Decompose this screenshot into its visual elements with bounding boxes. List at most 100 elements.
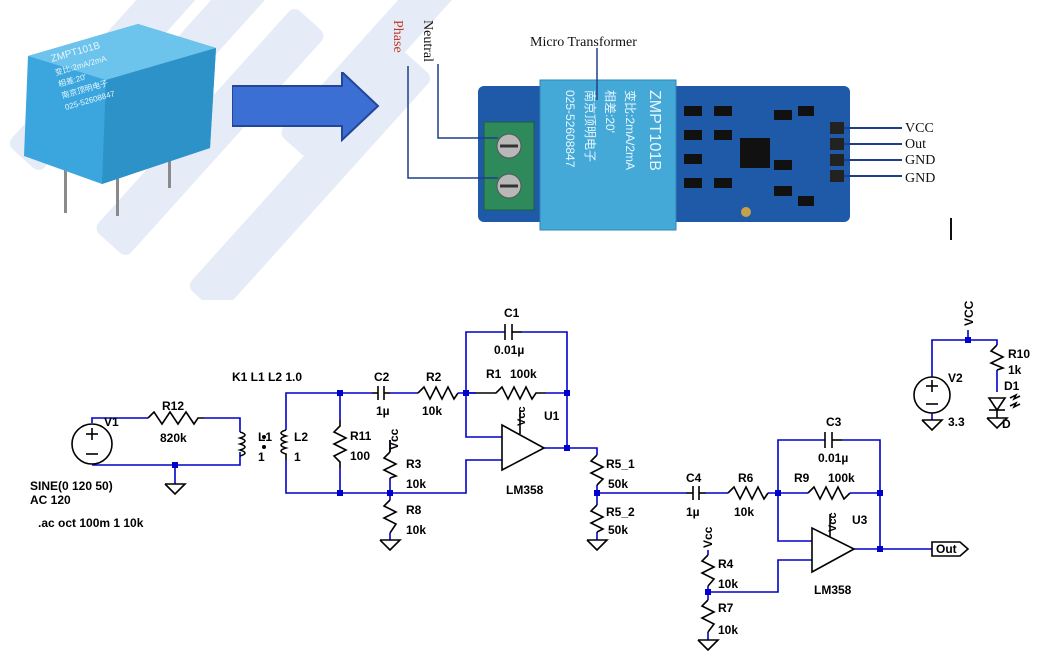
d1-label: D1 xyxy=(1004,379,1020,393)
c3-label: C3 xyxy=(826,415,842,429)
v1-spec-1: SINE(0 120 50) xyxy=(30,479,113,493)
d1-value: D xyxy=(1002,417,1011,431)
l1-inductor xyxy=(237,431,246,457)
pin-vcc: VCC xyxy=(905,121,934,136)
module-marking-1: ZMPT101B xyxy=(646,90,663,171)
label-phase: Phase xyxy=(390,20,405,53)
module-marking-5: 025-52608847 xyxy=(563,90,577,168)
r3-value: 10k xyxy=(406,477,426,491)
r9-resistor xyxy=(807,485,851,501)
u3-label: U3 xyxy=(852,513,868,527)
vcc-net: VCC xyxy=(962,300,976,326)
r10-value: 1k xyxy=(1008,363,1022,377)
r12-value: 820k xyxy=(160,431,187,445)
text-cursor xyxy=(950,218,952,240)
junctions xyxy=(172,337,971,595)
u1-opamp xyxy=(501,423,546,472)
l1-value: 1 xyxy=(258,450,265,464)
r7-value: 10k xyxy=(718,623,738,637)
v1-source xyxy=(71,423,113,465)
u3-supply: Vcc xyxy=(827,512,839,532)
l2-label: L2 xyxy=(294,430,308,444)
k-statement: K1 L1 L2 1.0 xyxy=(232,370,302,384)
r10-label: R10 xyxy=(1008,347,1030,361)
r8-label: R8 xyxy=(406,503,422,517)
r12-resistor xyxy=(147,410,204,426)
r5-2-resistor xyxy=(589,504,605,533)
l2-value: 1 xyxy=(294,450,301,464)
r5-2-value: 50k xyxy=(608,523,628,537)
r4-label: R4 xyxy=(718,557,734,571)
ground-icon xyxy=(586,539,609,552)
v1-label: V1 xyxy=(104,415,119,429)
ac-command: .ac oct 100m 1 10k xyxy=(38,516,144,530)
u1-supply: Vcc xyxy=(516,406,528,426)
r5-1-resistor xyxy=(589,454,605,486)
out-port xyxy=(931,541,970,557)
r3-vcc: Vcc xyxy=(387,428,401,450)
r5-2-label: R5_2 xyxy=(606,505,635,519)
c2-label: C2 xyxy=(374,370,390,384)
module-marking-4: 南京顶明电子 xyxy=(583,90,598,162)
ground-icon xyxy=(379,539,402,552)
out-label: Out xyxy=(936,542,957,556)
r6-label: R6 xyxy=(738,471,754,485)
r11-label: R11 xyxy=(350,429,372,443)
r7-resistor xyxy=(700,599,716,633)
transformer-photo: ZMPT101B 变比:2mA/2mA 相差:20' 南京顶明电子 025-52… xyxy=(24,24,216,216)
module-marking-3: 相差:20' xyxy=(603,90,617,133)
module-marking-2: 变比:2mA/2mA xyxy=(623,90,638,170)
r5-1-value: 50k xyxy=(608,477,628,491)
ground-icon xyxy=(697,639,720,652)
schematic: V1 SINE(0 120 50) AC 120 .ac oct 100m 1 … xyxy=(30,300,1030,652)
u3-opamp xyxy=(811,526,856,574)
pin-gnd-2: GND xyxy=(905,171,935,186)
label-neutral: Neutral xyxy=(420,20,435,62)
ground-icon xyxy=(164,483,187,496)
r7-label: R7 xyxy=(718,601,734,615)
r9-value: 100k xyxy=(828,471,855,485)
v2-source xyxy=(913,376,951,414)
r9-label: R9 xyxy=(794,471,810,485)
right-arrow-icon xyxy=(232,72,380,142)
r1-resistor xyxy=(476,385,546,401)
ground-icon xyxy=(986,417,1009,430)
r4-vcc: Vcc xyxy=(701,526,715,548)
d1-led xyxy=(987,397,1007,412)
v2-label: V2 xyxy=(948,371,963,385)
c2-value: 1µ xyxy=(376,404,390,418)
label-micro-transformer: Micro Transformer xyxy=(530,35,637,50)
r3-resistor xyxy=(382,451,399,479)
l2-inductor xyxy=(280,429,289,460)
r1-label: R1 xyxy=(486,367,502,381)
c4-label: C4 xyxy=(686,471,702,485)
v1-spec-2: AC 120 xyxy=(30,493,71,507)
wires xyxy=(91,330,998,640)
micro-transformer xyxy=(539,79,677,231)
zmpt101b-module: ZMPT101B 变比:2mA/2mA 相差:20' 南京顶明电子 025-52… xyxy=(390,20,935,231)
c4-value: 1µ xyxy=(686,505,700,519)
r2-resistor xyxy=(417,385,459,401)
r11-value: 100 xyxy=(350,449,370,463)
r8-value: 10k xyxy=(406,523,426,537)
c1-label: C1 xyxy=(504,306,520,320)
r4-value: 10k xyxy=(718,577,738,591)
r6-value: 10k xyxy=(734,505,754,519)
r2-value: 10k xyxy=(422,404,442,418)
r10-resistor xyxy=(989,344,1006,371)
c3-value: 0.01µ xyxy=(818,451,848,465)
u1-label: U1 xyxy=(544,409,560,423)
c1-value: 0.01µ xyxy=(494,343,524,357)
r8-resistor xyxy=(382,499,398,534)
pin-gnd-1: GND xyxy=(905,153,935,168)
u3-part: LM358 xyxy=(814,583,852,597)
ground-icon xyxy=(921,419,944,432)
r4-resistor xyxy=(700,554,716,587)
r12-label: R12 xyxy=(162,399,184,413)
r6-resistor xyxy=(727,485,769,501)
pin-out: Out xyxy=(905,137,926,152)
ic-chip xyxy=(740,138,770,168)
r11-resistor xyxy=(332,420,348,468)
u1-part: LM358 xyxy=(506,483,544,497)
l1-label: L1 xyxy=(258,430,272,444)
